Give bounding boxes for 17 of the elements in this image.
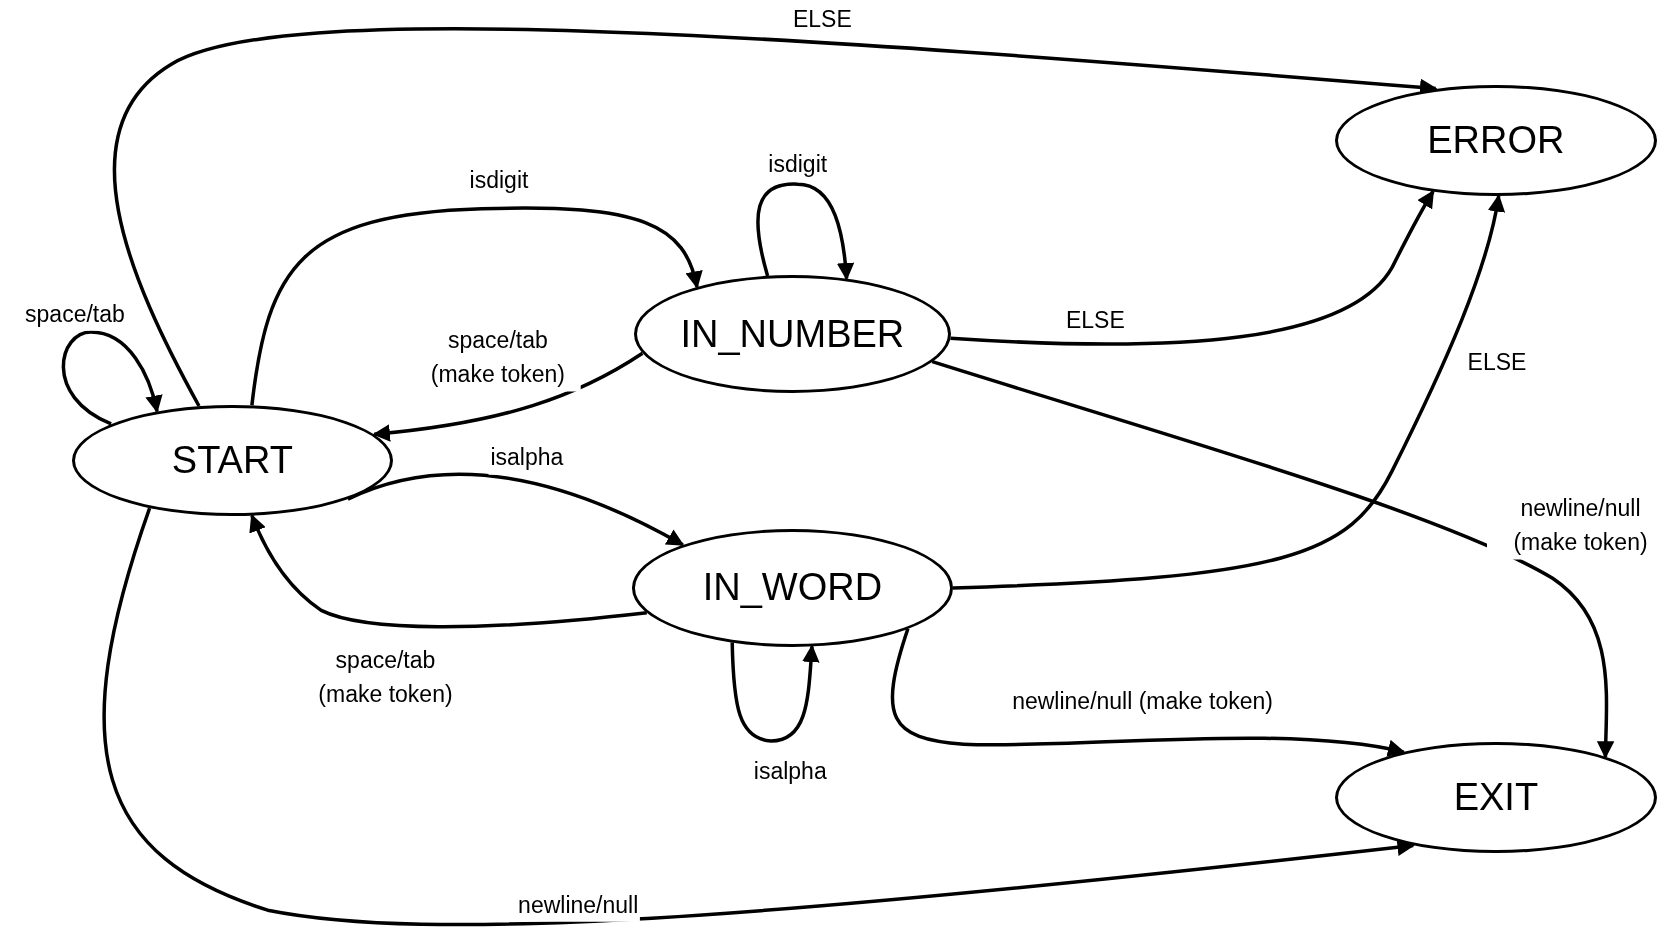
- arrow: [952, 194, 1505, 590]
- state-name: START: [171, 438, 293, 482]
- arrow: [113, 27, 1438, 407]
- arrow: [890, 628, 1406, 758]
- arrow: [347, 472, 685, 547]
- arrow: [249, 514, 647, 629]
- state-name: IN_NUMBER: [680, 312, 905, 356]
- arrow: [102, 507, 1415, 927]
- state-name: EXIT: [1453, 776, 1539, 820]
- arrow: [372, 351, 644, 442]
- arrow: [730, 642, 820, 743]
- arrow: [61, 330, 163, 426]
- state-name: ERROR: [1427, 118, 1565, 162]
- arrow: [250, 206, 702, 406]
- state-name: IN_WORD: [702, 566, 883, 610]
- arrow: [931, 360, 1615, 759]
- arrow: [950, 190, 1435, 346]
